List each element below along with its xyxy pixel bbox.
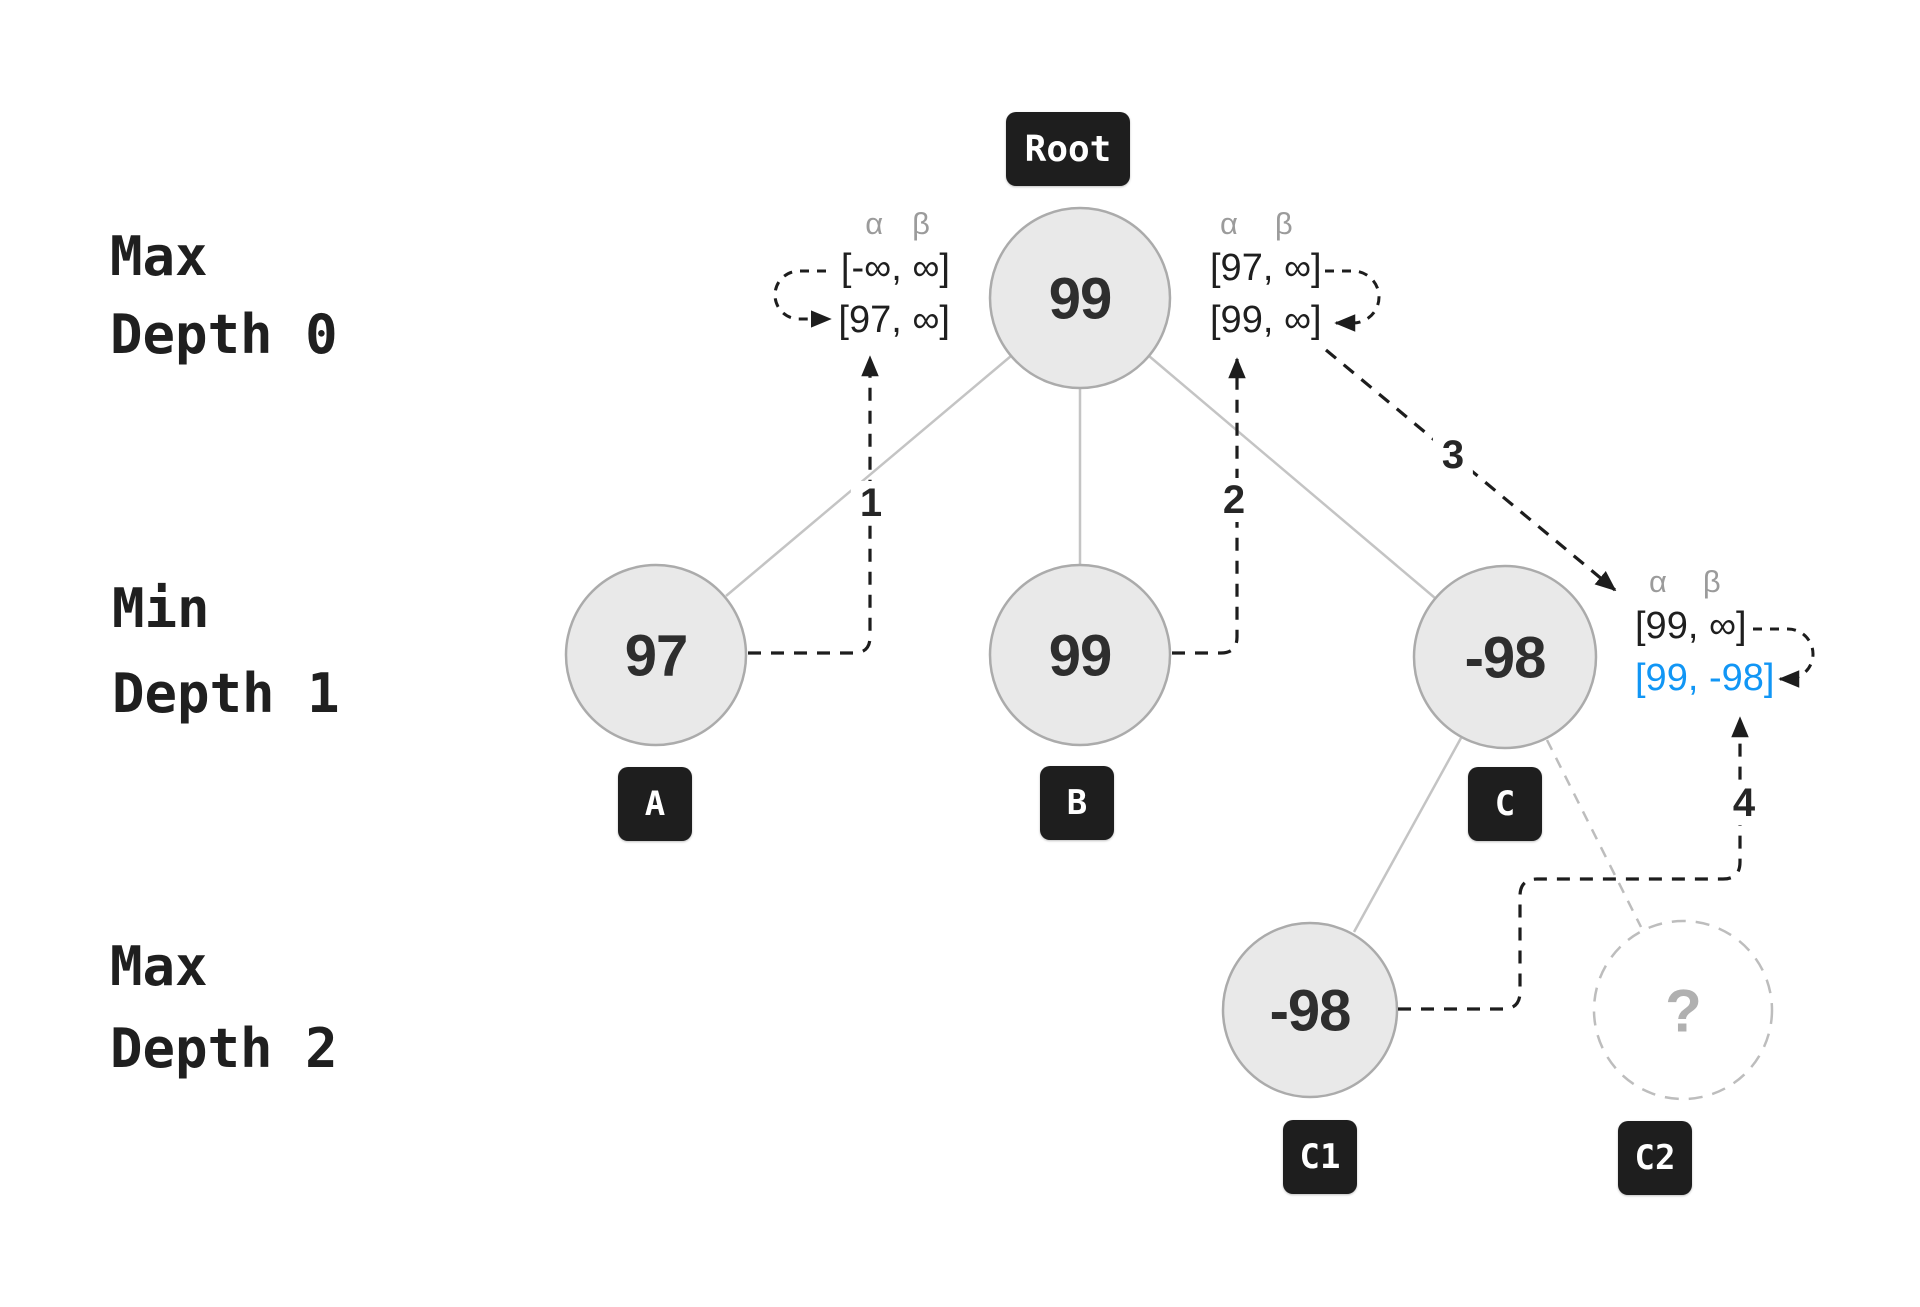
- badge-b: B: [1040, 766, 1114, 840]
- edge-root-c: [1148, 355, 1436, 599]
- row-label-max-depth0-line1: Max: [110, 225, 208, 288]
- alpha-symbol: α: [1220, 206, 1238, 241]
- edge-c-c2-pruned: [1545, 739, 1643, 928]
- alpha-symbol: α: [1649, 564, 1667, 599]
- beta-symbol: β: [1702, 564, 1721, 599]
- row-label-max-depth2-line1: Max: [110, 935, 208, 998]
- node-c2-unknown-value: ?: [1665, 977, 1702, 1045]
- alphabeta-node-c: α β [99, ∞] [99, -98]: [1635, 558, 1774, 704]
- node-root-value: 99: [1048, 266, 1113, 332]
- row-label-min-depth1-line2: Depth 1: [112, 662, 340, 725]
- step-label-4: 4: [1723, 781, 1765, 825]
- node-root-circle: [988, 206, 1172, 390]
- node-b-circle: [988, 563, 1172, 747]
- beta-symbol: β: [912, 206, 930, 241]
- badge-a: A: [618, 767, 692, 841]
- row-label-min-depth1-line1: Min: [112, 577, 210, 640]
- arrow-step-2: [1172, 357, 1246, 655]
- loop-arrow-c-right: [1753, 627, 1815, 688]
- badge-c: C: [1468, 767, 1542, 841]
- node-a-value: 97: [624, 623, 689, 689]
- arrow-step-4: [1398, 716, 1749, 1011]
- alphabeta-window-initial: [-∞, ∞]: [840, 247, 950, 289]
- node-c-value: -98: [1464, 625, 1547, 691]
- node-c1-value: -98: [1269, 978, 1352, 1044]
- step-label-3: 3: [1432, 433, 1474, 477]
- alphabeta-header: α β: [838, 200, 930, 242]
- alphabeta-header: α β: [1210, 200, 1322, 242]
- alphabeta-root-left: α β [-∞, ∞] [97, ∞]: [838, 200, 950, 346]
- loop-arrow-root-right: [1325, 269, 1381, 332]
- alphabeta-root-right: α β [97, ∞] [99, ∞]: [1210, 200, 1322, 346]
- step-label-2: 2: [1213, 478, 1255, 522]
- alpha-symbol: α: [865, 206, 884, 241]
- node-c-circle: [1412, 564, 1598, 750]
- edge-c-c1: [1352, 737, 1463, 933]
- badge-c1: C1: [1283, 1120, 1357, 1194]
- loop-arrow-root-left: [773, 269, 832, 328]
- alphabeta-window-initial: [97, ∞]: [1210, 247, 1322, 289]
- badge-c2: C2: [1618, 1121, 1692, 1195]
- alphabeta-window-pruning: [99, -98]: [1635, 657, 1775, 699]
- alphabeta-header: α β: [1635, 558, 1774, 600]
- alphabeta-window-updated: [97, ∞]: [838, 299, 950, 341]
- node-c2-circle-pruned: [1592, 919, 1774, 1101]
- edge-root-a: [725, 355, 1012, 597]
- alphabeta-window-updated: [99, ∞]: [1210, 299, 1322, 341]
- badge-root: Root: [1006, 112, 1130, 186]
- row-label-max-depth0-line2: Depth 0: [110, 303, 338, 366]
- node-c1-circle: [1221, 921, 1399, 1099]
- beta-symbol: β: [1274, 206, 1293, 241]
- step-label-1: 1: [850, 481, 892, 525]
- alphabeta-window-initial: [99, ∞]: [1635, 605, 1747, 647]
- row-label-max-depth2-line2: Depth 2: [110, 1017, 338, 1080]
- node-b-value: 99: [1048, 623, 1113, 689]
- node-a-circle: [564, 563, 748, 747]
- arrow-step-1: [748, 355, 879, 655]
